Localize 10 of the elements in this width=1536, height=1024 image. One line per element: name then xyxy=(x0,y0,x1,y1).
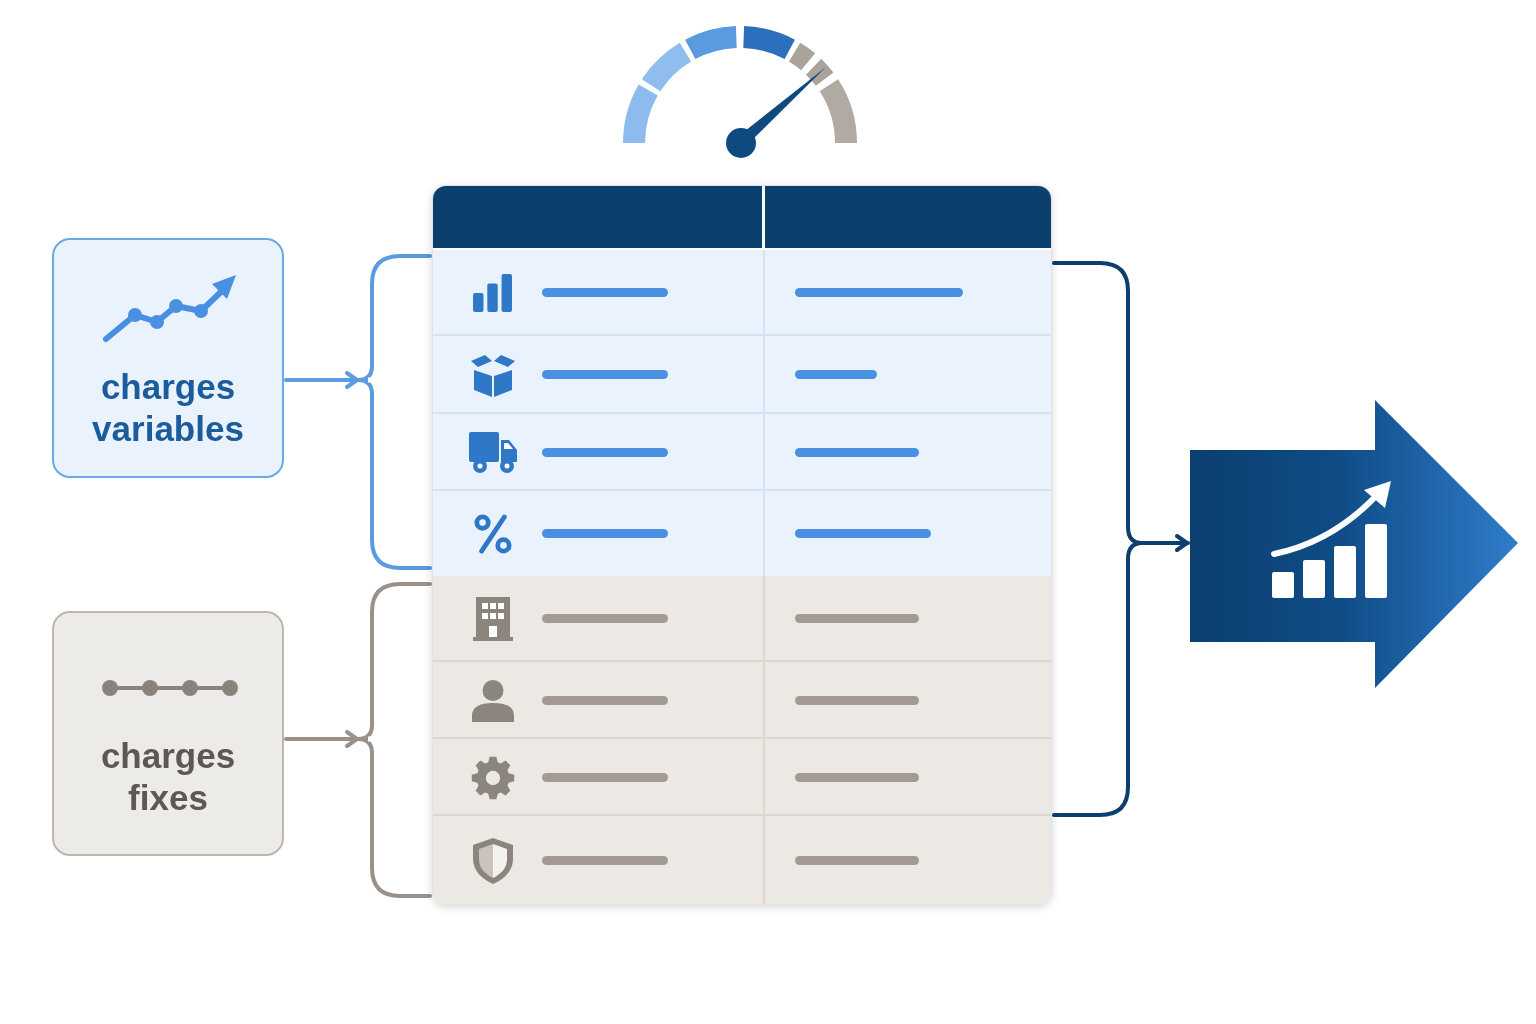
bracket-arrow xyxy=(1052,261,1190,817)
bracket-arrow xyxy=(284,582,432,898)
card-label: charges fixes xyxy=(99,735,237,819)
card-label: charges variables xyxy=(91,366,245,450)
category-card xyxy=(52,611,284,856)
bracket-arrow xyxy=(284,254,432,570)
table-section xyxy=(433,250,1051,576)
data-table xyxy=(432,185,1052,905)
table-section xyxy=(433,576,1051,904)
category-card xyxy=(52,238,284,478)
